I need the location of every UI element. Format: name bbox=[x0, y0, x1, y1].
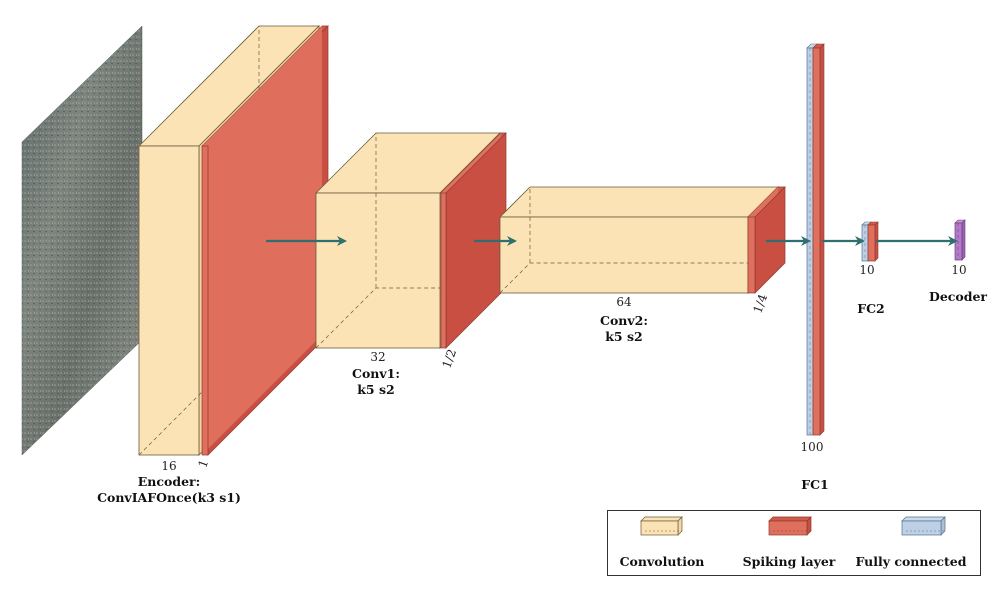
fc1-name: FC1 bbox=[801, 477, 829, 492]
legend-fully-connected-label: Fully connected bbox=[855, 554, 966, 569]
encoder-depth-label: 1 bbox=[195, 458, 211, 470]
fc2-name: FC2 bbox=[857, 301, 885, 316]
fc1-spiking-bar bbox=[812, 43, 825, 436]
conv2-name: Conv2: bbox=[600, 313, 648, 328]
conv2-block bbox=[499, 186, 786, 294]
encoder-width-label: 16 bbox=[161, 459, 176, 473]
decoder-name: Decoder bbox=[929, 289, 987, 304]
legend-spiking-label: Spiking layer bbox=[743, 554, 836, 569]
conv1-params: k5 s2 bbox=[357, 382, 394, 397]
conv2-width-label: 64 bbox=[616, 295, 632, 309]
conv2-conv-volume bbox=[499, 186, 779, 294]
decoder-size-label: 10 bbox=[951, 263, 966, 277]
conv1-name: Conv1: bbox=[352, 366, 400, 381]
conv2-depth-label: 1/4 bbox=[750, 292, 770, 315]
conv1-depth-label: 1/2 bbox=[439, 347, 459, 370]
encoder-params: ConvIAFOnce(k3 s1) bbox=[97, 490, 241, 505]
input-satellite-image bbox=[21, 25, 143, 456]
fc1-block bbox=[806, 43, 825, 436]
legend: Convolution Spiking layer Fully connecte… bbox=[607, 510, 981, 576]
fc2-block bbox=[861, 221, 879, 262]
encoder-block bbox=[138, 25, 329, 456]
conv1-width-label: 32 bbox=[370, 350, 385, 364]
fc1-size-label: 100 bbox=[801, 440, 824, 454]
fc2-size-label: 10 bbox=[859, 263, 874, 277]
legend-convolution-swatch bbox=[640, 516, 683, 536]
decoder-block bbox=[954, 219, 966, 261]
encoder-spiking-volume bbox=[201, 25, 329, 456]
legend-convolution-label: Convolution bbox=[620, 554, 705, 569]
legend-spiking-swatch bbox=[768, 516, 812, 536]
conv2-params: k5 s2 bbox=[605, 329, 642, 344]
encoder-name: Encoder: bbox=[138, 474, 200, 489]
legend-fully-connected-swatch bbox=[901, 516, 946, 536]
conv1-block bbox=[315, 132, 507, 349]
